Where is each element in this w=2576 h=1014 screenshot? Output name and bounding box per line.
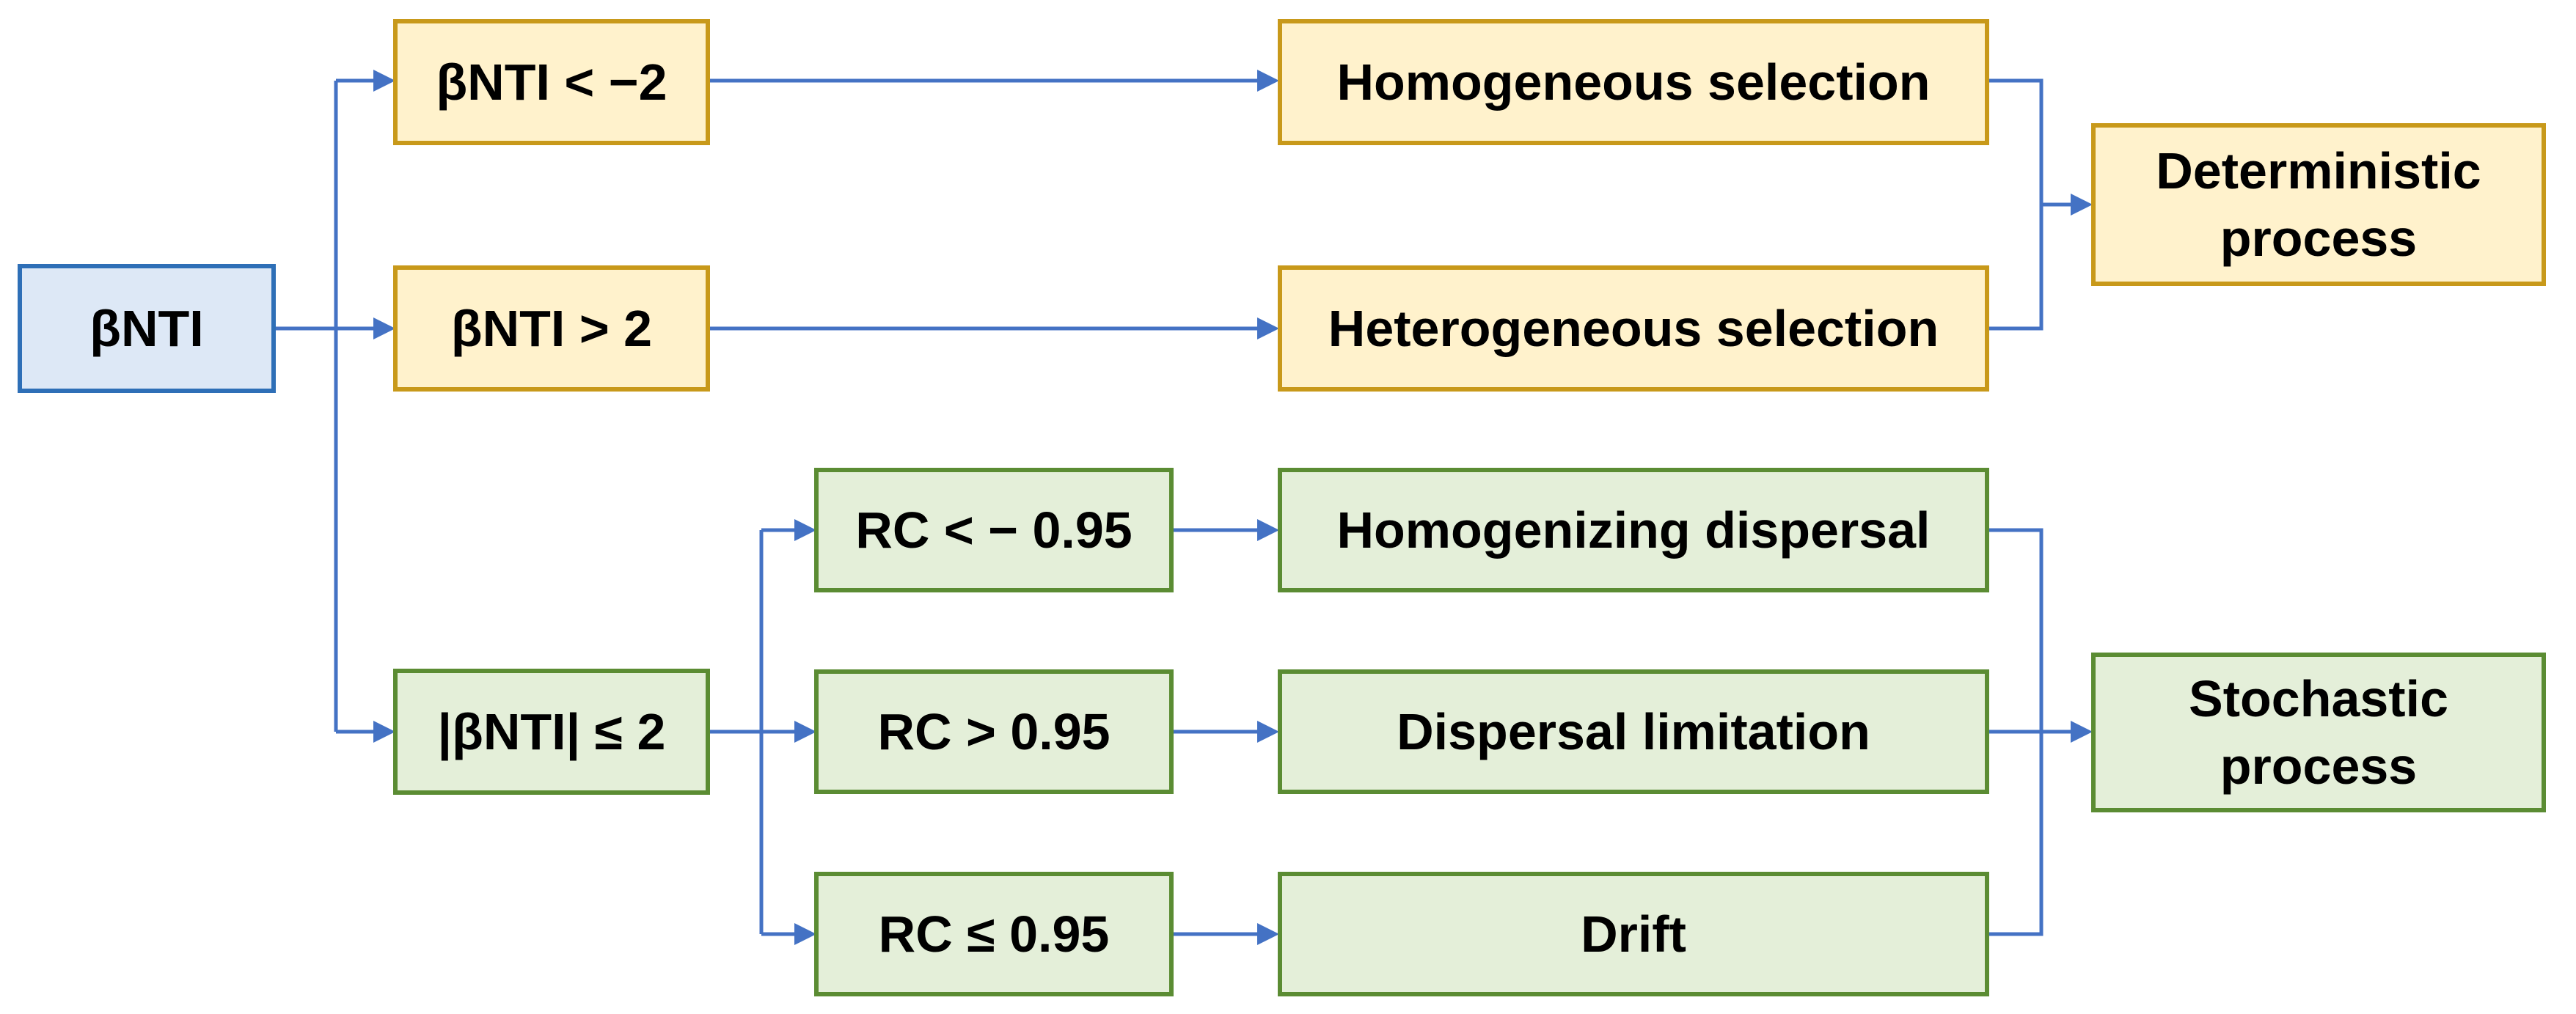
node-deterministic-process: Deterministic process xyxy=(2091,123,2546,286)
node-rc-lt-neg095: RC < − 0.95 xyxy=(814,468,1174,592)
node-homogenizing-dispersal: Homogenizing dispersal xyxy=(1278,468,1989,592)
node-bnti-gt-2: βNTI > 2 xyxy=(393,265,710,392)
node-rc-gt-095: RC > 0.95 xyxy=(814,669,1174,794)
node-homogeneous-selection: Homogeneous selection xyxy=(1278,19,1989,145)
node-dispersal-limitation: Dispersal limitation xyxy=(1278,669,1989,794)
connector-deterministic-merge xyxy=(1989,78,2043,331)
node-drift: Drift xyxy=(1278,872,1989,996)
node-heterogeneous-selection: Heterogeneous selection xyxy=(1278,265,1989,392)
node-bnti-lt-neg2: βNTI < −2 xyxy=(393,19,710,145)
node-bnti: βNTI xyxy=(18,264,276,393)
node-stochastic-process: Stochastic process xyxy=(2091,653,2546,812)
node-abs-bnti-le-2: |βNTI| ≤ 2 xyxy=(393,669,710,795)
node-rc-le-095: RC ≤ 0.95 xyxy=(814,872,1174,996)
